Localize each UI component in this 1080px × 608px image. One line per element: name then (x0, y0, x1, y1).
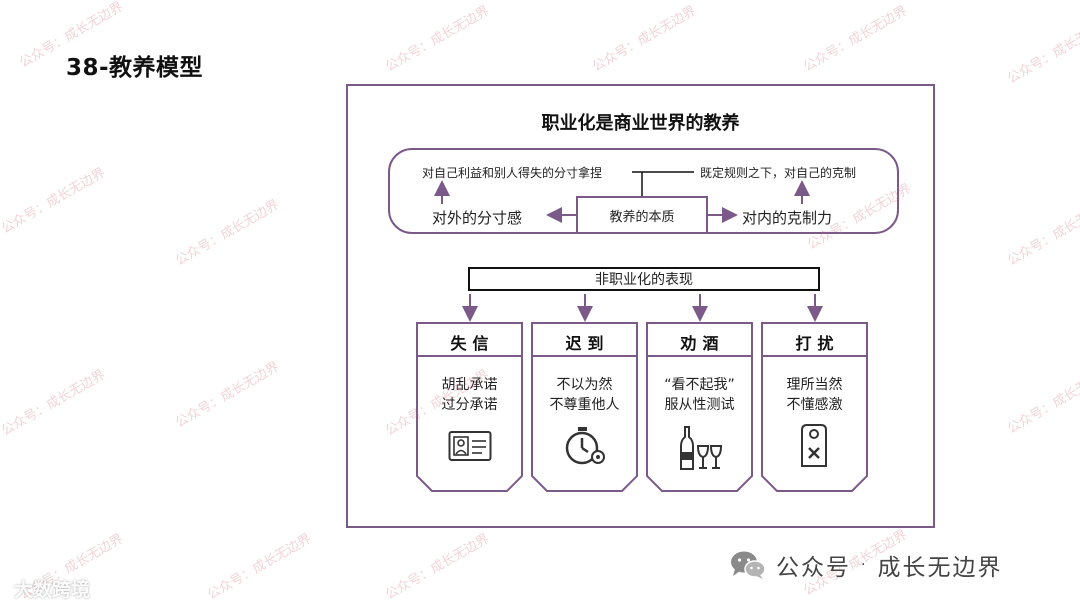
card-title: 劝酒 (680, 334, 725, 353)
card-line: 不以为然 (556, 377, 613, 393)
inner-definition: 既定规则之下，对自己的克制 (700, 166, 857, 180)
card-title: 打扰 (795, 334, 840, 353)
card-line: 不尊重他人 (549, 397, 620, 413)
watermark: 公众号：成长无边界 (1005, 197, 1080, 269)
diagram-frame: 职业化是商业世界的教养 对自己利益和别人得失的分寸拿捏 既定规则之下，对自己的克… (346, 84, 935, 528)
non-professional-bar: 非职业化的表现 (468, 267, 820, 291)
brand-separator: · (861, 557, 868, 573)
wine-bottle-icon (680, 426, 723, 470)
corner-logo-text: 大数跨境 (14, 579, 91, 601)
card-line: 不懂感激 (786, 397, 843, 413)
do-not-disturb-icon (801, 424, 827, 467)
diagram-title: 职业化是商业世界的教养 (541, 113, 740, 134)
slide-title: 38-教养模型 (66, 55, 204, 81)
card-line: 过分承诺 (441, 397, 498, 413)
card-line: 胡乱承诺 (441, 377, 498, 393)
id-card-icon (448, 431, 492, 461)
watermark: 公众号：成长无边界 (590, 3, 699, 75)
stopwatch-icon (565, 427, 605, 465)
outer-definition: 对自己利益和别人得失的分寸拿捏 (422, 166, 603, 180)
card-dishonesty: 失信 胡乱承诺 过分承诺 (416, 322, 523, 492)
card-lateness: 迟到 不以为然 不尊重他人 (531, 322, 638, 492)
watermark: 公众号：成长无边界 (1005, 365, 1080, 437)
card-line: 服从性测试 (664, 397, 735, 413)
watermark: 公众号：成长无边界 (205, 531, 314, 603)
watermark: 公众号：成长无边界 (801, 3, 910, 75)
watermark: 公众号：成长无边界 (173, 359, 282, 431)
brand-label: 公众号 (776, 555, 851, 581)
wechat-icon (731, 551, 766, 579)
watermark: 公众号：成长无边界 (383, 531, 492, 603)
corner-logo: 大数跨境 (14, 575, 90, 602)
card-title: 失信 (450, 334, 495, 353)
card-title: 迟到 (565, 334, 610, 353)
outer-label: 对外的分寸感 (432, 209, 523, 227)
brand-name: 成长无边界 (877, 555, 1003, 581)
watermark: 公众号：成长无边界 (173, 197, 282, 269)
watermark: 公众号：成长无边界 (383, 3, 492, 75)
watermark: 公众号：成长无边界 (1005, 15, 1080, 87)
card-line: “看不起我” (664, 377, 735, 393)
diagram-connectors (434, 171, 823, 322)
wechat-brand: 公众号 · 成长无边界 (730, 548, 1002, 582)
card-disturbing: 打扰 理所当然 不懂感激 (761, 322, 868, 492)
essence-box: 教养的本质 (576, 196, 708, 234)
watermark: 公众号：成长无边界 (0, 367, 108, 439)
inner-label: 对内的克制力 (742, 209, 833, 227)
watermark: 公众号：成长无边界 (0, 165, 108, 237)
card-line: 理所当然 (786, 377, 843, 393)
card-drinking: 劝酒 “看不起我” 服从性测试 (646, 322, 753, 492)
